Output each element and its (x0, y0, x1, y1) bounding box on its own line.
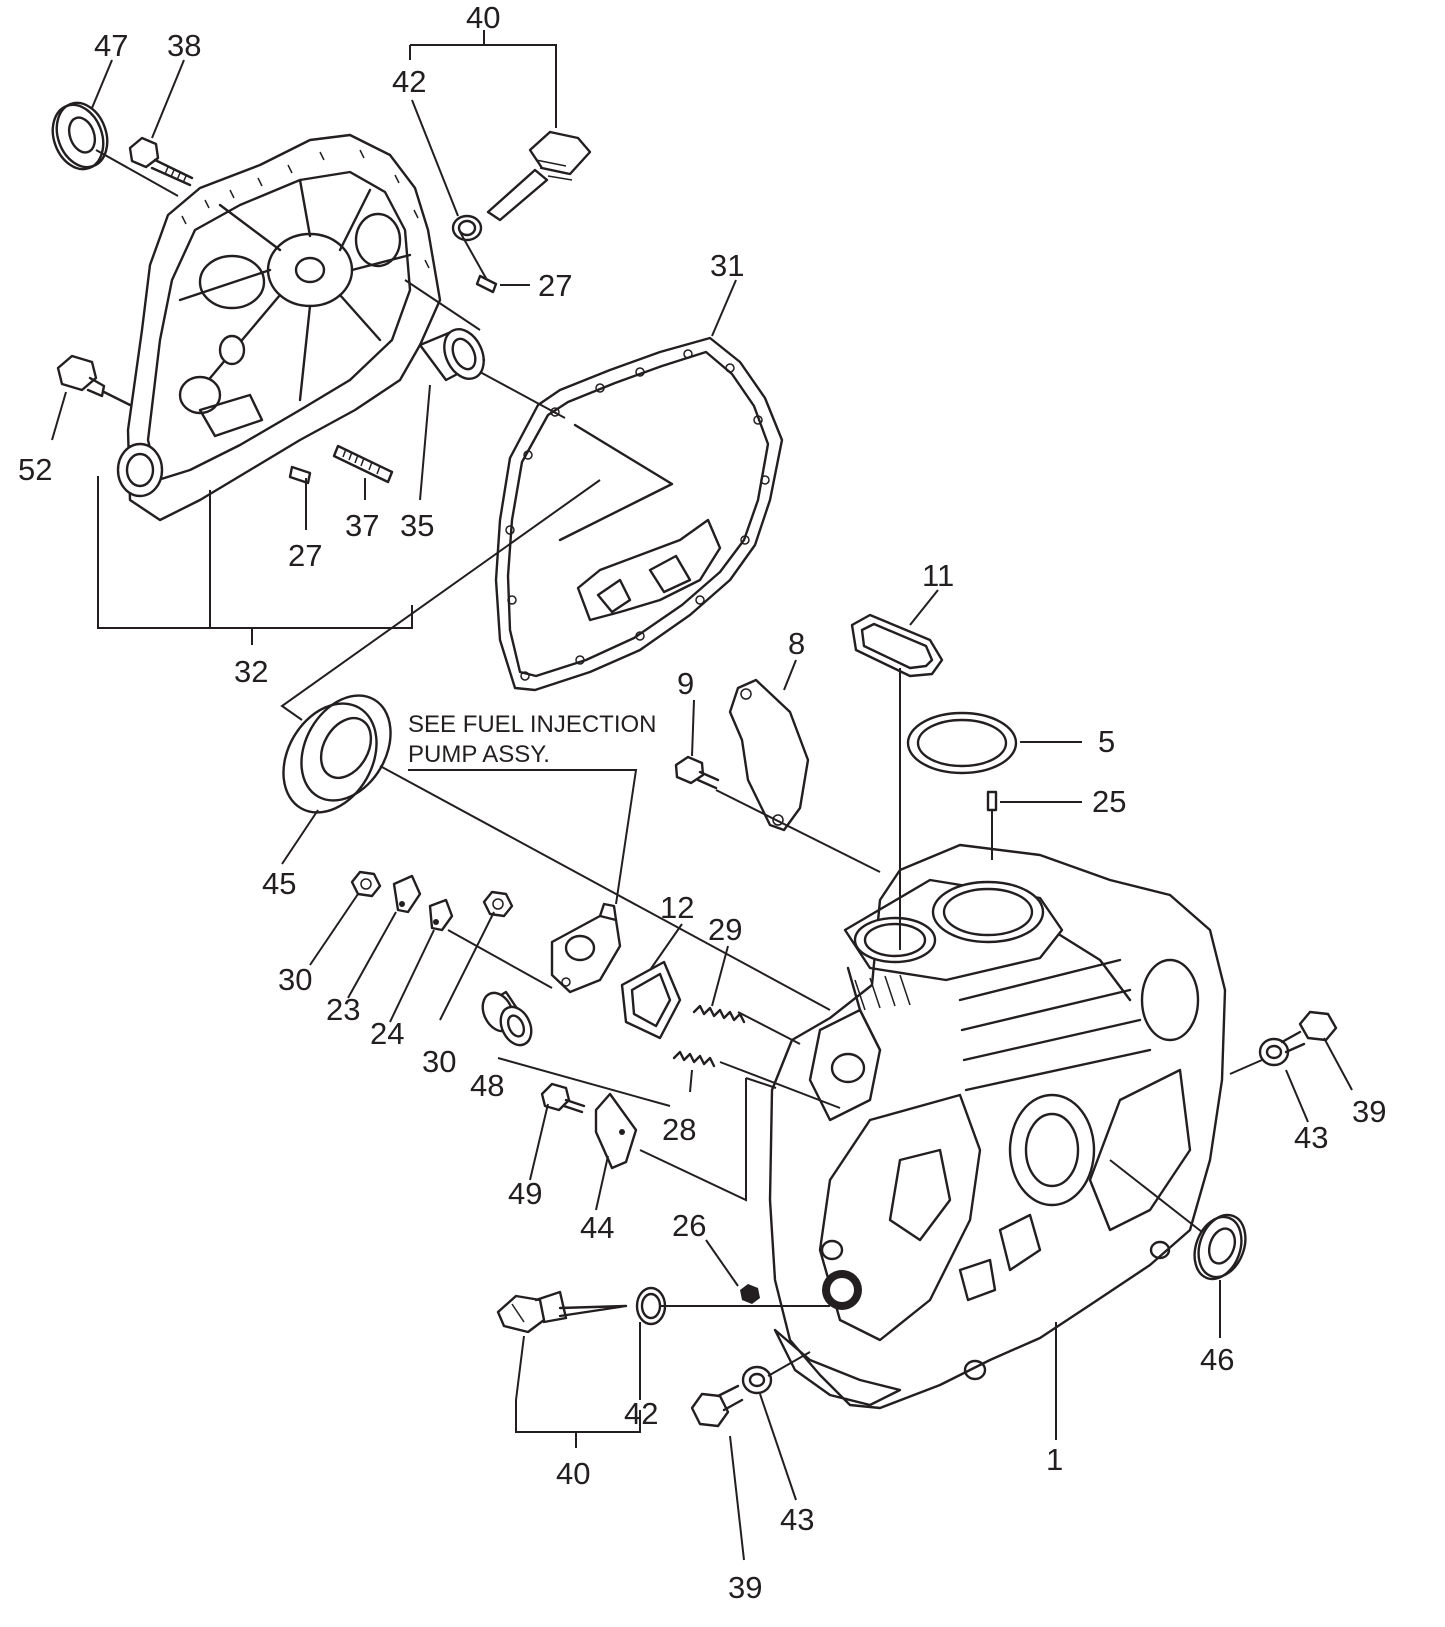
part-37-stud (332, 444, 394, 484)
callout-52: 52 (18, 452, 52, 487)
callout-23: 23 (326, 992, 360, 1027)
callout-40-top: 40 (466, 0, 500, 35)
callout-27-b: 27 (288, 538, 322, 573)
callout-40-bottom: 40 (556, 1456, 590, 1491)
part-30-nut-b (482, 890, 514, 918)
callout-32: 32 (234, 654, 268, 689)
part-29-spring (692, 1004, 746, 1024)
callout-48: 48 (470, 1068, 504, 1103)
part-28-spring (672, 1050, 716, 1068)
leader-lines (51, 30, 1353, 1561)
part-43-washer-right (1258, 1037, 1290, 1067)
callout-47: 47 (94, 28, 128, 63)
callout-37: 37 (345, 508, 379, 543)
part-38-bolt (128, 136, 194, 187)
part-12-gasket (620, 960, 682, 1040)
callout-43-right: 43 (1294, 1120, 1328, 1155)
callout-26: 26 (672, 1208, 706, 1243)
part-47-oil-seal (51, 101, 109, 171)
part-42-oring-top (451, 214, 483, 242)
callout-11: 11 (922, 558, 954, 593)
callout-44: 44 (580, 1210, 614, 1245)
fuel-injection-pump (550, 902, 622, 994)
part-43-washer-bottom (741, 1365, 773, 1395)
callout-30-a: 30 (278, 962, 312, 997)
part-11-gasket (850, 613, 944, 678)
callout-42-top: 42 (392, 64, 426, 99)
callout-39-bottom: 39 (728, 1570, 762, 1605)
part-27-dowel-pin-top (475, 274, 498, 294)
callout-27-a: 27 (538, 268, 572, 303)
part-46-oil-seal (1193, 1213, 1247, 1281)
callout-24: 24 (370, 1016, 404, 1051)
callout-numbers: 47 38 40 42 27 31 52 37 35 27 32 11 8 9 … (18, 0, 1386, 1605)
part-48-bearing (481, 990, 533, 1047)
callout-42-bottom: 42 (624, 1396, 658, 1431)
callout-28: 28 (662, 1112, 696, 1147)
part-26-plug (740, 1284, 760, 1304)
callout-8: 8 (788, 626, 805, 661)
part-40-dipstick-bottom (496, 1290, 628, 1334)
callout-5: 5 (1098, 724, 1115, 759)
part-9-bolt (674, 755, 720, 790)
part-40-dipstick-top (486, 130, 592, 222)
part-25-pin (986, 790, 998, 812)
callout-43-bottom: 43 (780, 1502, 814, 1537)
part-8-cover-plate (728, 678, 810, 832)
callout-29: 29 (708, 912, 742, 947)
callout-31: 31 (710, 248, 744, 283)
part-31-gasket (494, 336, 784, 692)
part-52-pressure-switch (56, 354, 132, 407)
callout-39-right: 39 (1352, 1094, 1386, 1129)
callout-35: 35 (400, 508, 434, 543)
callout-45: 45 (262, 866, 296, 901)
part-24-weight (428, 898, 454, 932)
part-39-bolt-right (1280, 1010, 1338, 1054)
part-44-plate (594, 1092, 638, 1170)
callout-1: 1 (1046, 1442, 1063, 1477)
callout-12: 12 (660, 890, 694, 925)
part-35-bush (418, 328, 486, 382)
part-32-gear-case-cover (116, 133, 442, 522)
callout-46: 46 (1200, 1342, 1234, 1377)
part-5-ring (906, 711, 1018, 775)
callout-25: 25 (1092, 784, 1126, 819)
part-23-weight (392, 874, 422, 914)
callout-38: 38 (167, 28, 201, 63)
part-45-oil-seal (282, 694, 392, 814)
callout-9: 9 (677, 666, 694, 701)
callout-49: 49 (508, 1176, 542, 1211)
part-49-bolt (540, 1082, 586, 1114)
note-line-1: SEE FUEL INJECTION (408, 711, 656, 738)
part-39-bolt-bottom (690, 1384, 744, 1428)
callout-30-b: 30 (422, 1044, 456, 1079)
reference-note: SEE FUEL INJECTION PUMP ASSY. (408, 711, 656, 768)
part-30-nut-a (350, 870, 382, 898)
part-1-crankcase (768, 843, 1227, 1410)
note-line-2: PUMP ASSY. (408, 741, 550, 768)
